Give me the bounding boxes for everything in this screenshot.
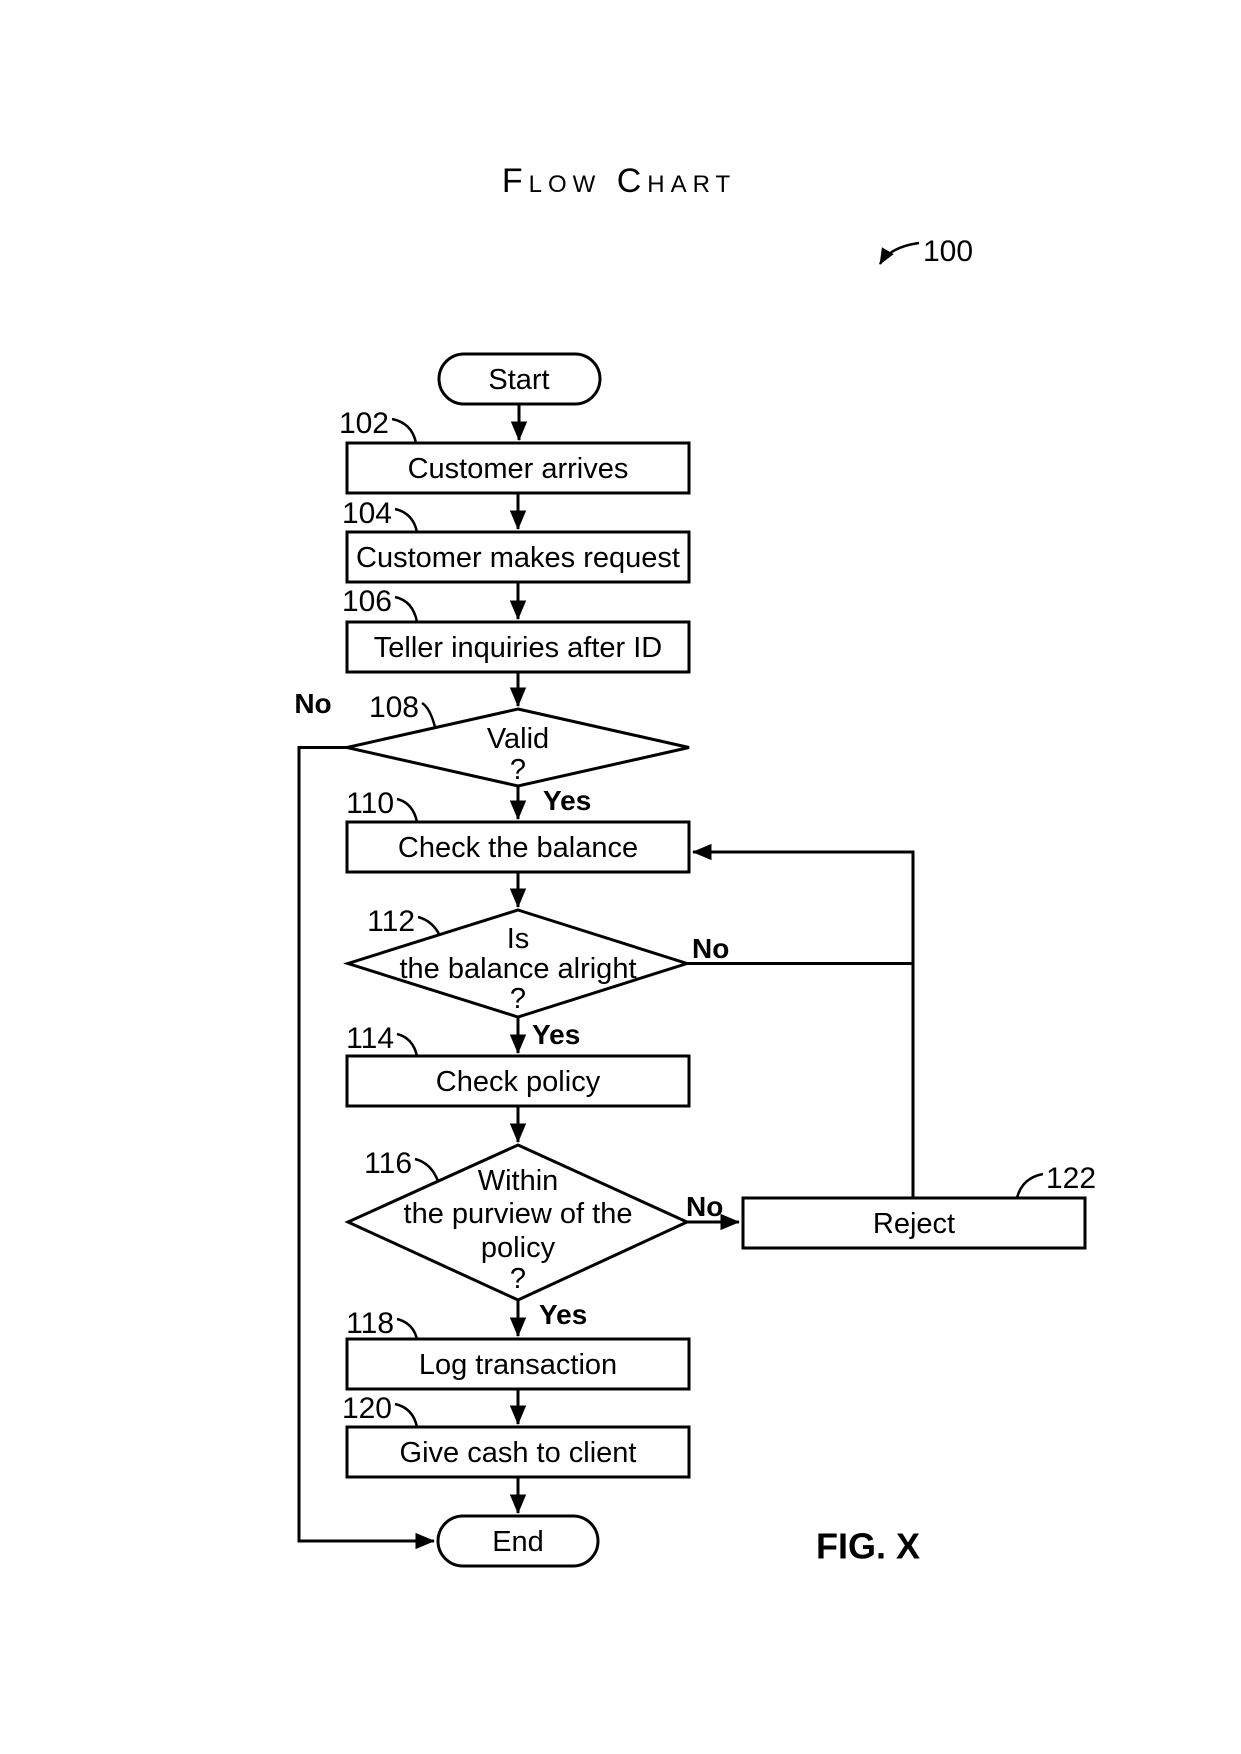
customer-makes-request-label: Customer makes request bbox=[356, 542, 680, 574]
process-customer-makes-request bbox=[345, 530, 691, 584]
ref-118-leader bbox=[396, 1317, 419, 1340]
decision-balance-line-2: ? bbox=[510, 983, 526, 1015]
ref-118-label: 118 bbox=[346, 1307, 394, 1340]
process-reject bbox=[741, 1196, 1087, 1250]
give-cash-label: Give cash to client bbox=[400, 1437, 637, 1469]
process-log-transaction bbox=[345, 1337, 691, 1391]
ref-114-label: 114 bbox=[346, 1022, 394, 1055]
labels-group: Flow Chart 100 Start 102 Customer arrive… bbox=[294, 162, 1096, 1567]
ref-102-leader bbox=[391, 417, 418, 444]
decision-policy-line-2: policy bbox=[481, 1232, 556, 1264]
ref-108-label: 108 bbox=[369, 691, 419, 724]
diagram-title: Flow Chart bbox=[502, 162, 736, 200]
process-customer-arrives bbox=[345, 441, 691, 495]
check-balance-label: Check the balance bbox=[398, 832, 638, 864]
end-terminator bbox=[436, 1514, 600, 1568]
decision-policy-line-0: Within bbox=[478, 1165, 559, 1197]
edge-label-policy-yes: Yes bbox=[539, 1299, 587, 1330]
edge-label-policy-no: No bbox=[686, 1191, 723, 1222]
ref-112-label: 112 bbox=[367, 905, 415, 938]
decision-policy-line-1: the purview of the bbox=[404, 1198, 633, 1230]
customer-arrives-label: Customer arrives bbox=[408, 453, 629, 485]
edge-label-valid-no: No bbox=[294, 688, 331, 719]
process-teller-inquiries bbox=[345, 620, 691, 674]
ref-100-arrow bbox=[878, 241, 920, 265]
process-check-policy bbox=[345, 1054, 691, 1108]
ref-106-leader bbox=[394, 595, 419, 623]
edge-label-valid-yes: Yes bbox=[543, 785, 591, 816]
ref-122-leader bbox=[1015, 1172, 1044, 1199]
ref-112-leader bbox=[417, 915, 442, 937]
decision-valid-line-1: ? bbox=[510, 754, 526, 786]
decision-balance-line-0: Is bbox=[507, 923, 530, 955]
ref-104-leader bbox=[394, 507, 419, 533]
end-label: End bbox=[492, 1526, 544, 1558]
decision-within-policy bbox=[344, 1143, 691, 1302]
edge-reject-loop-to-check-balance bbox=[692, 843, 915, 1198]
ref-120-label: 120 bbox=[342, 1392, 392, 1425]
decision-balance-line-1: the balance alright bbox=[400, 953, 637, 985]
check-policy-label: Check policy bbox=[436, 1066, 601, 1098]
ref-100-label: 100 bbox=[923, 235, 973, 268]
ref-114-leader bbox=[396, 1032, 419, 1057]
ref-108-leader bbox=[421, 701, 437, 728]
log-transaction-label: Log transaction bbox=[419, 1349, 617, 1381]
ref-106-label: 106 bbox=[342, 585, 392, 618]
decision-policy-line-3: ? bbox=[510, 1263, 526, 1295]
process-check-balance bbox=[345, 820, 691, 874]
edges-group bbox=[297, 404, 915, 1550]
decision-valid-line-0: Valid bbox=[487, 723, 549, 755]
ref-102-label: 102 bbox=[339, 407, 389, 440]
edge-label-balance-yes: Yes bbox=[532, 1019, 580, 1050]
nodes-group bbox=[343, 352, 1087, 1568]
decision-balance-alright bbox=[343, 908, 692, 1019]
ref-104-label: 104 bbox=[342, 497, 392, 530]
ref-116-leader bbox=[414, 1157, 440, 1182]
start-label: Start bbox=[488, 364, 549, 396]
ref-122-label: 122 bbox=[1046, 1162, 1096, 1195]
edge-label-balance-no: No bbox=[692, 933, 729, 964]
reject-label: Reject bbox=[873, 1208, 955, 1240]
figure-label: FIG. X bbox=[816, 1526, 920, 1567]
decision-valid bbox=[346, 707, 690, 788]
ref-120-leader bbox=[394, 1402, 419, 1428]
process-give-cash bbox=[345, 1425, 691, 1479]
ref-116-label: 116 bbox=[364, 1147, 412, 1180]
ref-110-leader bbox=[396, 797, 419, 823]
ref-110-label: 110 bbox=[346, 787, 394, 820]
start-terminator bbox=[437, 352, 602, 406]
edge-valid-no-to-end bbox=[297, 746, 435, 1550]
teller-inquiries-label: Teller inquiries after ID bbox=[374, 632, 663, 664]
